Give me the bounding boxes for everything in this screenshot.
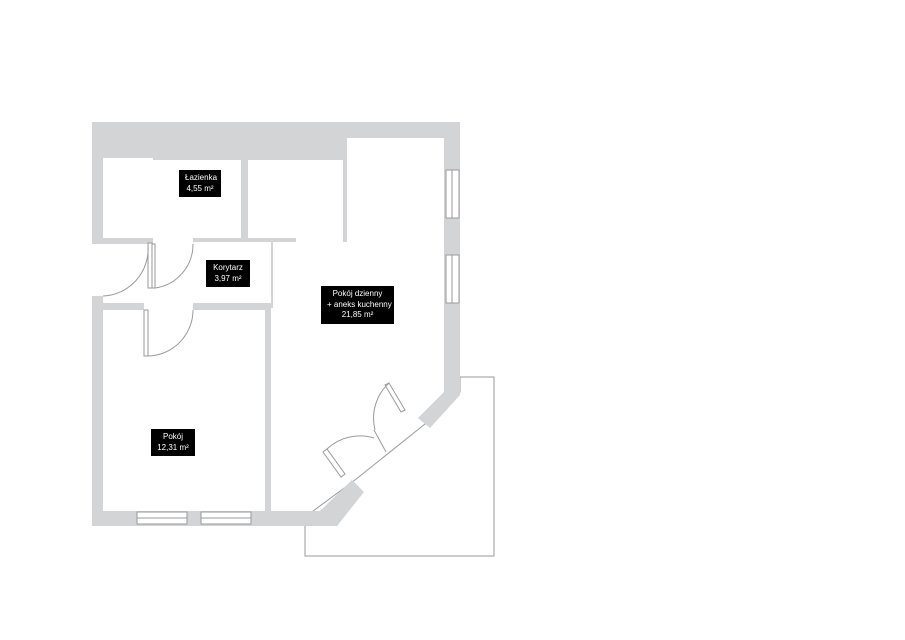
corridor-label: Korytarz 3,97 m² [206, 260, 250, 287]
bathroom-door-swing [154, 243, 194, 289]
balcony-door-swing-1 [373, 382, 390, 431]
living-room-area: 21,85 m² [341, 310, 374, 319]
room-door-leaf [143, 309, 149, 357]
bathroom-label: Łazienka 4,55 m² [179, 170, 221, 197]
corridor-name: Korytarz [213, 263, 243, 272]
living-room-name-line2: + aneks kuchenny [327, 299, 392, 309]
corridor-area: 3,97 m² [214, 273, 242, 283]
bathroom-area: 4,55 m² [186, 183, 214, 193]
living-room-label: Pokój dzienny + aneks kuchenny 21,85 m² [321, 286, 394, 324]
room-label: Pokój 12,31 m² [151, 429, 195, 456]
living-room-name-line1: Pokój dzienny [332, 289, 383, 298]
bathroom-name: Łazienka [185, 173, 218, 182]
room-area: 12,31 m² [157, 442, 189, 452]
room-door-swing [147, 309, 194, 357]
balcony-door-leaf-2 [322, 448, 346, 478]
bathroom-door-leaf [151, 243, 156, 289]
balcony-door-leaf-1 [384, 382, 406, 413]
interior-walls [103, 138, 347, 513]
windows [136, 169, 460, 525]
entrance-door-swing [102, 245, 149, 297]
doors [102, 242, 406, 478]
room-name: Pokój [162, 432, 183, 441]
balcony-door-swing-2 [326, 435, 375, 450]
